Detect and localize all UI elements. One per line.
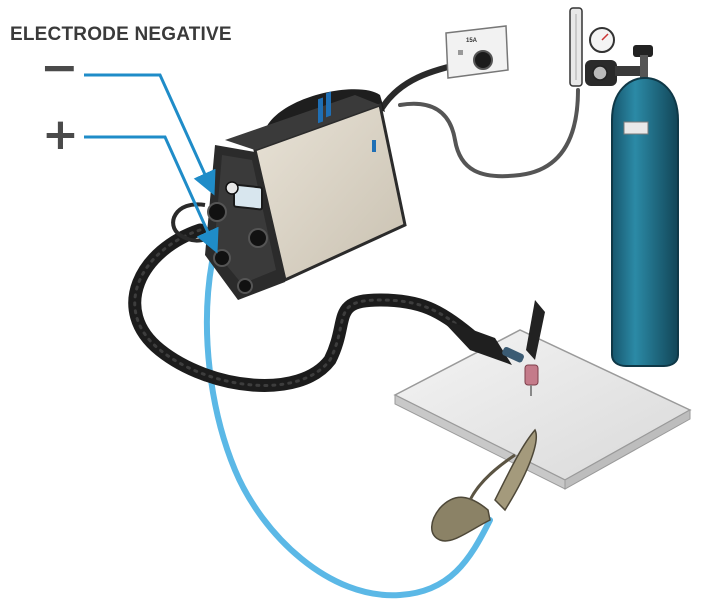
- diagram-title: ELECTRODE NEGATIVE: [10, 24, 232, 45]
- outlet-rating-label: 15A: [466, 38, 478, 44]
- tig-torch-icon: [440, 300, 545, 396]
- power-outlet-icon: [445, 25, 509, 79]
- ground-cable: [203, 259, 493, 599]
- tig-welder-icon: [205, 89, 407, 300]
- gas-regulator-icon: [569, 7, 643, 87]
- negative-callout-arrow: [84, 73, 216, 196]
- positive-symbol: +: [42, 109, 79, 160]
- gas-hose: [398, 88, 580, 179]
- negative-symbol: −: [40, 40, 79, 94]
- workpiece: [393, 329, 692, 490]
- gas-cylinder-icon: [611, 45, 679, 367]
- positive-callout-arrow: [84, 135, 219, 254]
- earth-clamp-icon: [431, 428, 537, 542]
